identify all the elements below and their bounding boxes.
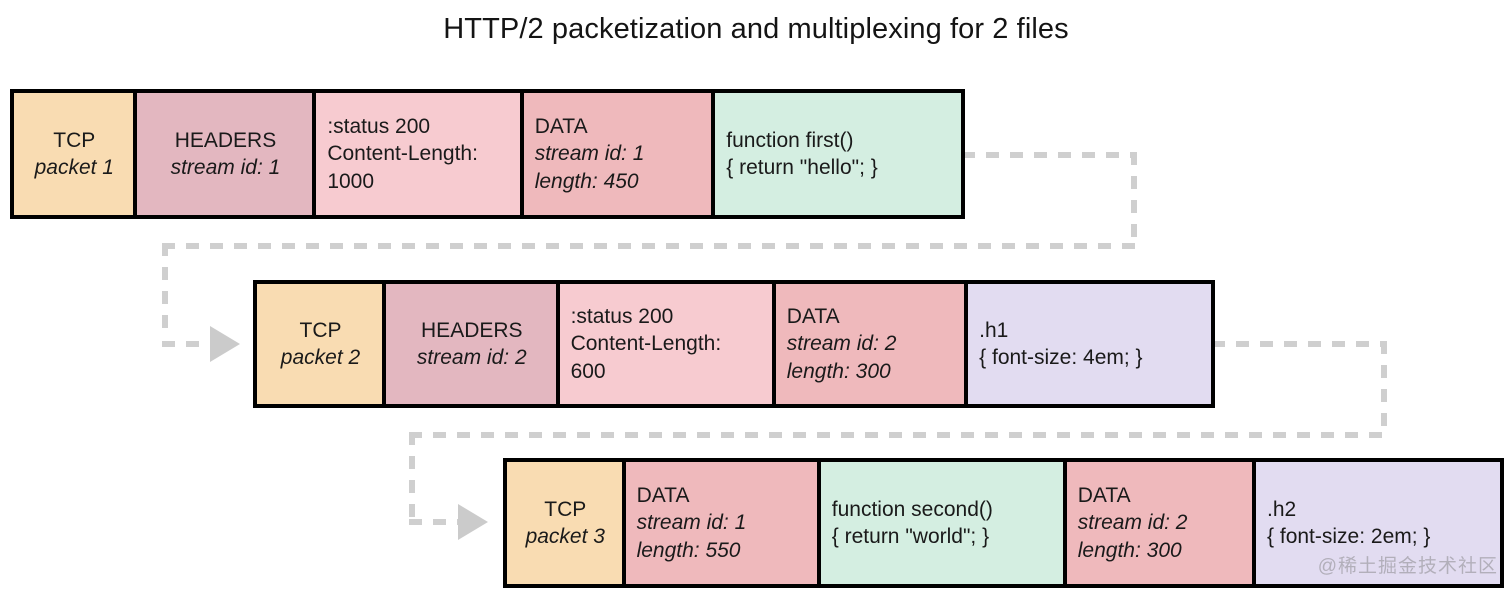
connector-segment-left <box>162 243 1137 249</box>
tcp-label: TCP <box>299 318 342 342</box>
frame-type-label: DATA <box>636 484 690 508</box>
payload-line-1: .h2 <box>1267 497 1297 521</box>
payload-cell-1[interactable]: function second() { return "world"; } <box>820 462 1063 584</box>
length-label: length: 300 <box>786 359 891 383</box>
payload-line-1: function second() <box>831 497 993 521</box>
tcp-cell[interactable]: TCP packet 3 <box>507 462 622 584</box>
connector-segment-right <box>962 152 1137 158</box>
payload-line-2: { font-size: 2em; } <box>1267 525 1431 548</box>
headers-frame-cell[interactable]: HEADERS stream id: 2 <box>386 284 556 404</box>
connector-segment-into-target <box>162 341 232 347</box>
data-frame-cell[interactable]: DATA stream id: 1 length: 450 <box>523 93 712 215</box>
data-frame-cell-2[interactable]: DATA stream id: 2 length: 300 <box>1066 462 1253 584</box>
connector-segment-down-2 <box>409 432 415 522</box>
headers-frame-cell[interactable]: HEADERS stream id: 1 <box>136 93 313 215</box>
tcp-packet-2[interactable]: TCP packet 2 HEADERS stream id: 2 :statu… <box>253 280 1215 408</box>
content-length-value: 1000 <box>327 169 375 193</box>
connector-segment-down <box>1381 341 1387 436</box>
content-length-label: Content-Length: <box>570 332 722 356</box>
stream-id-label: stream id: 2 <box>786 332 897 356</box>
stream-id-label: stream id: 1 <box>534 142 645 166</box>
frame-type-label: DATA <box>786 305 840 329</box>
tcp-packet-1[interactable]: TCP packet 1 HEADERS stream id: 1 :statu… <box>10 89 965 219</box>
arrow-head-icon <box>458 504 488 540</box>
packet-index: packet 3 <box>525 525 605 548</box>
payload-cell[interactable]: .h1 { font-size: 4em; } <box>968 284 1212 404</box>
arrow-head-icon <box>210 326 240 362</box>
status-line: :status 200 <box>570 305 674 329</box>
length-label: length: 300 <box>1077 538 1182 562</box>
connector-segment-down <box>1131 152 1137 247</box>
headers-detail-cell[interactable]: :status 200 Content-Length: 1000 <box>316 93 520 215</box>
payload-line-2: { return "hello"; } <box>726 156 878 179</box>
payload-line-1: .h1 <box>979 318 1009 342</box>
tcp-cell[interactable]: TCP packet 1 <box>14 93 133 215</box>
payload-line-2: { font-size: 4em; } <box>979 346 1143 369</box>
stream-id-label: stream id: 2 <box>416 346 527 369</box>
payload-cell[interactable]: function first() { return "hello"; } <box>715 93 961 215</box>
frame-type-label: HEADERS <box>174 128 277 152</box>
packet-index: packet 2 <box>280 346 361 369</box>
content-length-label: Content-Length: <box>327 142 478 166</box>
frame-type-label: DATA <box>534 115 588 139</box>
headers-detail-cell[interactable]: :status 200 Content-Length: 600 <box>559 284 772 404</box>
payload-cell-2[interactable]: .h2 { font-size: 2em; } <box>1256 462 1500 584</box>
content-length-value: 600 <box>570 359 606 383</box>
data-frame-cell[interactable]: DATA stream id: 2 length: 300 <box>775 284 965 404</box>
connector-segment-left <box>409 432 1387 438</box>
connector-segment-into-target <box>409 519 479 525</box>
tcp-cell[interactable]: TCP packet 2 <box>257 284 382 404</box>
connector-segment-down-2 <box>162 243 168 339</box>
frame-type-label: HEADERS <box>421 318 523 342</box>
page-title: HTTP/2 packetization and multiplexing fo… <box>443 13 1069 45</box>
tcp-label: TCP <box>544 497 587 521</box>
length-label: length: 550 <box>636 538 741 562</box>
payload-line-1: function first() <box>726 128 854 152</box>
payload-line-2: { return "world"; } <box>831 525 990 548</box>
length-label: length: 450 <box>534 169 639 193</box>
status-line: :status 200 <box>327 115 431 139</box>
stream-id-label: stream id: 1 <box>170 156 281 179</box>
data-frame-cell-1[interactable]: DATA stream id: 1 length: 550 <box>625 462 817 584</box>
connector-segment-right <box>1212 341 1387 347</box>
tcp-label: TCP <box>53 128 96 152</box>
tcp-packet-3[interactable]: TCP packet 3 DATA stream id: 1 length: 5… <box>503 458 1504 588</box>
stream-id-label: stream id: 1 <box>636 511 747 535</box>
stream-id-label: stream id: 2 <box>1077 511 1188 535</box>
frame-type-label: DATA <box>1077 484 1131 508</box>
packet-index: packet 1 <box>34 156 114 179</box>
